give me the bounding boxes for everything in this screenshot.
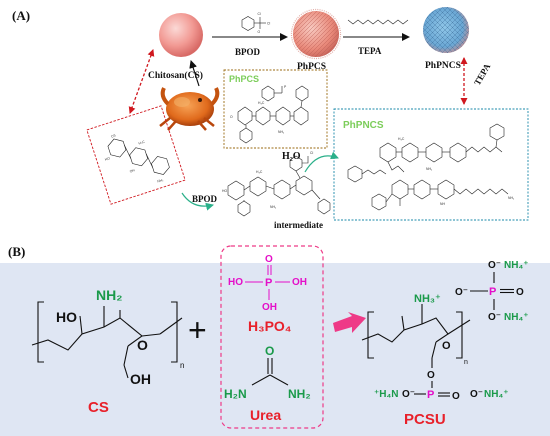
arrow-crab-to-cs	[189, 60, 200, 87]
chitosan-label: Chitosan(CS)	[148, 70, 203, 81]
svg-text:NH₂: NH₂	[278, 130, 285, 134]
panel-a-label: (A)	[12, 8, 30, 23]
phos-nh4-bottom: NH₄⁺	[504, 312, 529, 323]
svg-text:P: P	[284, 85, 287, 89]
arrow-cs-to-intermediate	[181, 192, 214, 211]
urea-nh2: NH₂	[288, 387, 311, 401]
urea-h2n: H₂N	[224, 387, 247, 401]
bpod-reagent-structure: Cl Cl O	[241, 12, 270, 34]
intermediate-structure: H₃C NH₂ HO Cl	[222, 151, 331, 217]
phos-o-minus-bottom: O⁻	[488, 312, 501, 323]
phos-p: P	[489, 286, 496, 298]
phpncs-sphere-label: PhPNCS	[425, 61, 461, 71]
svg-text:Cl: Cl	[267, 22, 270, 26]
phpcs-sphere-label: PhPCS	[297, 62, 326, 72]
cs-oh: OH	[130, 371, 151, 387]
panel-a: (A) Chitosan(CS) Cl Cl O BPOD PhPCS TEPA…	[12, 7, 529, 230]
svg-text:NH₂: NH₂	[508, 196, 515, 200]
svg-text:HO: HO	[104, 156, 110, 161]
pcsu-name: PCSU	[404, 411, 446, 428]
pcsu-nh3: NH₃⁺	[414, 293, 441, 305]
svg-text:H₃C: H₃C	[398, 137, 405, 141]
h3po4-oh-right: OH	[292, 277, 307, 288]
svg-text:O: O	[258, 30, 261, 34]
cs-molecule: n NH₂ HO O OH CS	[31, 287, 184, 416]
reaction-arrow	[333, 312, 366, 333]
svg-text:NH₂: NH₂	[426, 167, 433, 171]
svg-text:H₃C: H₃C	[256, 170, 263, 174]
cs-name: CS	[88, 399, 109, 416]
urea-o: O	[265, 344, 274, 358]
phpcs-box-title: PhPCS	[229, 74, 259, 84]
reagents-dashed-box	[220, 245, 324, 429]
pcsu-subscript-n: n	[464, 359, 468, 366]
phos-nh4-top: NH₄⁺	[504, 260, 529, 271]
pcsu-o-double: O	[452, 391, 460, 402]
svg-text:OH: OH	[129, 168, 136, 174]
bpod-top-label: BPOD	[235, 47, 261, 57]
h3po4-ho-left: HO	[228, 277, 243, 288]
svg-text:HO: HO	[222, 189, 227, 193]
phpcs-structure: P H₃C NH₂ O	[230, 85, 309, 144]
pcsu-p: P	[427, 389, 434, 401]
chitosan-sphere	[159, 13, 203, 57]
phpncs-box-title: PhPNCS	[343, 120, 384, 131]
svg-text:Cl: Cl	[310, 151, 313, 155]
svg-text:Cl: Cl	[258, 12, 261, 16]
h3po4-o-top: O	[265, 254, 273, 265]
urea-name: Urea	[250, 407, 281, 423]
pcsu-nh4-right: NH₄⁺	[484, 389, 509, 400]
svg-text:H₃C: H₃C	[138, 140, 146, 146]
phos-o-minus-left: O⁻	[455, 287, 468, 298]
svg-text:NH: NH	[440, 202, 445, 206]
svg-text:NH₂: NH₂	[270, 205, 277, 209]
panel-b-label: (B)	[8, 244, 25, 259]
h3po4-name: H₃PO₄	[248, 318, 291, 334]
h3po4-oh-bottom: OH	[262, 302, 277, 313]
svg-text:H₃C: H₃C	[258, 101, 265, 105]
tepa-top-label: TEPA	[358, 46, 382, 56]
phpcs-structure-box	[223, 69, 328, 149]
tepa-right-label: TEPA	[472, 61, 493, 87]
cs-nh2: NH₂	[96, 287, 122, 303]
ammonium-phosphate: O⁻ NH₄⁺ O⁻ P O O⁻ NH₄⁺	[455, 260, 529, 323]
bpod-low-label: BPOD	[192, 194, 218, 204]
h3po4-p: P	[265, 277, 272, 289]
red-dashed-arrow-left	[128, 49, 155, 114]
pcsu-molecule: n NH₃⁺ O O P O ⁺H₄N O⁻ O⁻ NH₄⁺ PCSU	[361, 293, 509, 428]
intermediate-label: intermediate	[274, 220, 323, 230]
pcsu-h4n-left: ⁺H₄N	[374, 389, 399, 400]
cs-ho: HO	[56, 309, 77, 325]
phpncs-structure-box	[333, 108, 529, 221]
cs-structure-box: CS HO H₃C NH₂ OH	[86, 105, 186, 205]
cs-subscript-n: n	[180, 361, 184, 370]
urea-molecule: O H₂N NH₂ Urea	[224, 344, 311, 423]
cs-ring-o: O	[137, 337, 148, 353]
svg-text:NH₂: NH₂	[157, 178, 165, 184]
crab-image	[159, 87, 220, 131]
arrow-intermediate-to-phpncs	[304, 151, 339, 173]
pcsu-o-link: O	[427, 370, 435, 381]
panel-b: (B) n NH₂ HO O OH CS + O	[0, 244, 550, 436]
svg-text:CS: CS	[111, 133, 117, 138]
pcsu-o-minus-right: O⁻	[470, 389, 483, 400]
tepa-reagent-structure	[347, 19, 409, 25]
phos-o-minus-top: O⁻	[488, 260, 501, 271]
phos-o-right: O	[516, 287, 524, 298]
plus-sign: +	[188, 312, 207, 348]
h2o-label: H₂O	[282, 151, 301, 162]
panel-b-background	[0, 263, 550, 436]
h3po4-molecule: O HO P OH OH H₃PO₄	[228, 254, 307, 334]
pcsu-ring-o: O	[442, 340, 451, 352]
phpncs-structure: H₃C NH₂ NH NH₂	[347, 123, 515, 211]
pcsu-o-minus-left: O⁻	[402, 389, 415, 400]
svg-text:O: O	[230, 115, 233, 119]
